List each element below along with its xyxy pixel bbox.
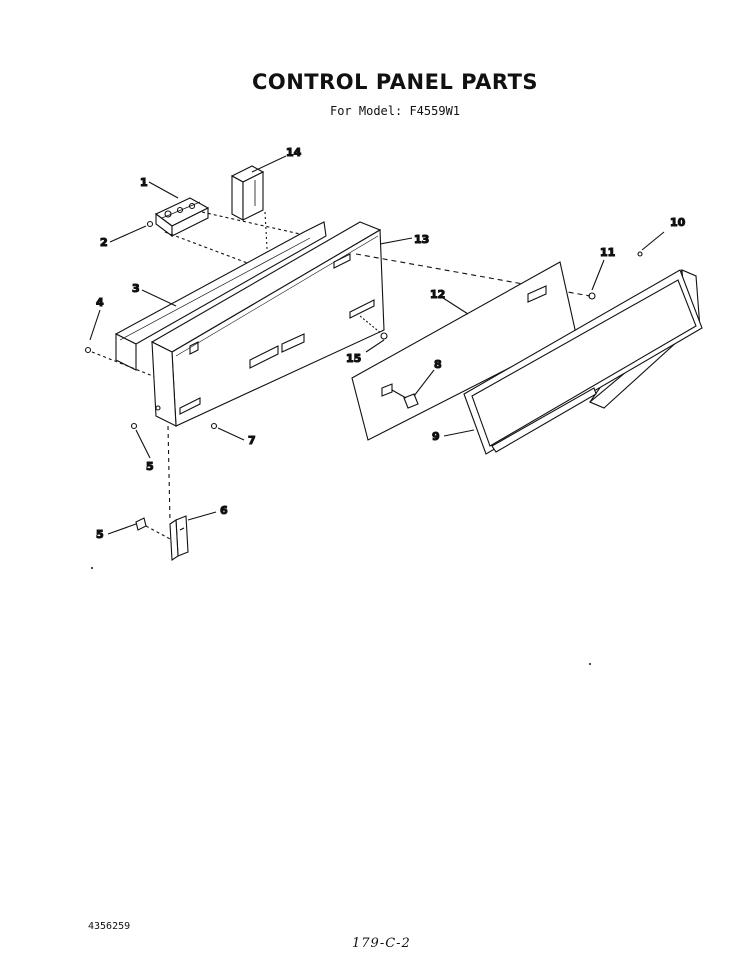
callout-5-upper: 5: [146, 460, 154, 473]
page-code: 179-C-2: [352, 936, 411, 951]
leader-3: [141, 289, 177, 307]
part-5-lower-clip: [135, 517, 147, 531]
callout-6: 6: [220, 504, 228, 517]
part-1-switch-assembly: [154, 197, 210, 238]
part-7-screw: [210, 422, 218, 430]
page-title: CONTROL PANEL PARTS: [251, 70, 539, 94]
part-13-control-panel: [150, 221, 385, 427]
speck: [589, 663, 591, 665]
callout-2: 2: [100, 236, 108, 249]
leader-8: [413, 369, 435, 397]
leader-5a: [135, 429, 151, 459]
part-2-screw: [146, 220, 154, 228]
callout-7: 7: [248, 434, 256, 447]
leader-14: [251, 155, 287, 173]
leader-6: [187, 511, 217, 521]
part-8-knob: [403, 393, 419, 409]
leader-5b: [107, 523, 137, 535]
leader-4: [89, 309, 101, 341]
part-10-screw: [637, 251, 643, 257]
part-5-upper-screw: [130, 422, 138, 430]
part-3-rear-bracket: [114, 221, 327, 371]
callout-9: 9: [432, 430, 440, 443]
leader-7: [217, 427, 245, 441]
dash-8: [391, 389, 407, 399]
part-9-lens: [463, 269, 703, 455]
part-11-screw: [588, 292, 596, 300]
callout-13: 13: [414, 233, 429, 246]
dash-1: [201, 211, 301, 235]
dash-15: [359, 315, 383, 335]
leader-1: [148, 181, 179, 199]
dash-1b: [164, 231, 251, 265]
callout-15: 15: [346, 352, 361, 365]
model-subtitle: For Model: F4559W1: [329, 104, 461, 118]
document-number: 4356259: [88, 921, 131, 932]
leader-12: [439, 295, 469, 315]
leader-2: [109, 225, 147, 243]
leader-10: [641, 231, 665, 251]
callout-4: 4: [96, 296, 104, 309]
callout-5-lower: 5: [96, 528, 104, 541]
leader-15: [365, 339, 385, 353]
callout-12: 12: [430, 288, 445, 301]
part-15-screw: [380, 332, 388, 340]
callout-10: 10: [670, 216, 686, 229]
part-14-relay-box: [230, 165, 265, 221]
leader-11: [591, 259, 605, 291]
part-6-bracket: [169, 515, 189, 561]
callout-3: 3: [132, 282, 140, 295]
callout-14: 14: [286, 146, 302, 159]
part-4-clip: [84, 346, 92, 354]
dash-6: [167, 425, 171, 523]
leader-9: [443, 429, 475, 437]
callout-1: 1: [140, 176, 148, 189]
callout-11: 11: [600, 246, 615, 259]
dash-5b: [145, 525, 173, 541]
callout-8: 8: [434, 358, 442, 371]
speck: [91, 567, 93, 569]
leader-13: [379, 237, 413, 245]
